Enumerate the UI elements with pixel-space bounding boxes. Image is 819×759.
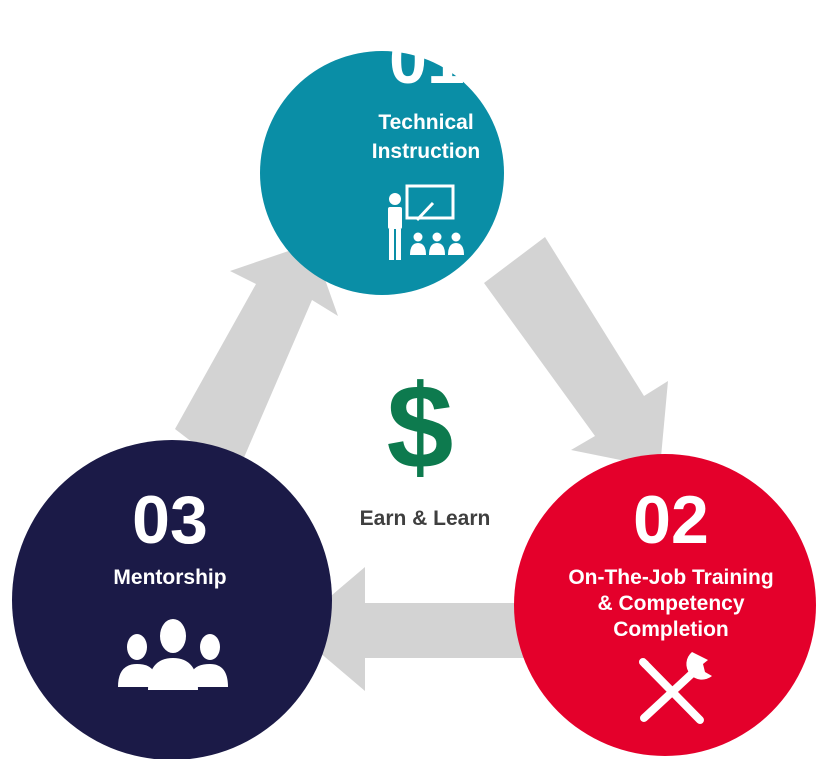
step-on-the-job-training: 02 On-The-Job Training & Competency Comp…: [514, 454, 816, 756]
step-label-line: Instruction: [372, 140, 481, 163]
step-number: 02: [633, 482, 709, 558]
step-mentorship: 03 Mentorship: [12, 440, 332, 759]
step-label-line: Completion: [613, 618, 729, 641]
classroom-icon: [388, 184, 464, 260]
step-technical-instruction: 01 Technical Instruction: [260, 22, 504, 295]
center-label: Earn & Learn: [360, 507, 491, 530]
mentorship-circle: [12, 440, 332, 759]
step-label-line: On-The-Job Training: [568, 566, 773, 589]
dollar-icon: $: [387, 360, 454, 494]
technical-instruction-circle: [260, 51, 504, 295]
step-label-line: & Competency: [597, 592, 744, 615]
step-number: 03: [132, 482, 208, 558]
tools-icon: [639, 652, 712, 724]
arrow-mentorship-to-technical: [175, 243, 338, 476]
center-earn-and-learn: $ Earn & Learn: [360, 360, 491, 530]
arrow-onthejob-to-mentorship: [292, 567, 570, 691]
step-label-line: Mentorship: [113, 566, 226, 589]
arrow-technical-to-onthejob: [484, 237, 668, 468]
step-number: 01: [389, 22, 465, 98]
step-label-line: Technical: [378, 111, 473, 134]
on-the-job-training-circle: [514, 454, 816, 756]
group-icon: [118, 619, 228, 690]
